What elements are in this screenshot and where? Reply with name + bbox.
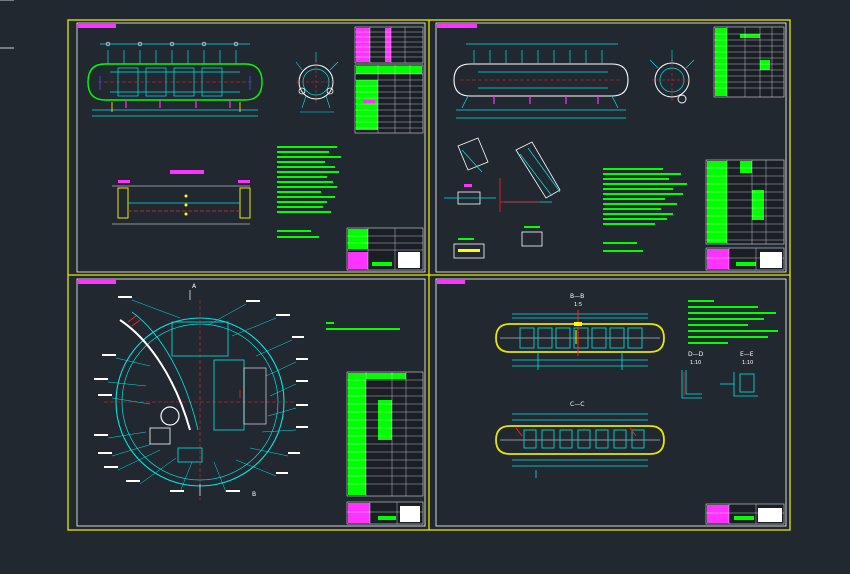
sheet4-lower-section[interactable] (495, 413, 665, 478)
sheet-1-border (76, 22, 426, 273)
sheet2-nozzle-schedule-table (713, 26, 785, 98)
sheet-4-border (435, 278, 787, 527)
sheet1-nozzle-schedule-table (354, 26, 424, 134)
sheet2-weld-detail-group[interactable] (444, 137, 561, 259)
sheet3-notes (326, 322, 400, 330)
sheet3-leader-lines (107, 299, 297, 493)
section-title-c-c: C—C (570, 401, 584, 408)
sheet1-title-block (346, 227, 424, 271)
sheet2-vessel-elevation[interactable] (453, 43, 629, 119)
section-scale-d-d: 1:10 (690, 360, 701, 366)
sheet2-materials-table (705, 159, 785, 245)
sheet-3-border (76, 278, 426, 527)
sheet4-technical-notes (688, 300, 778, 344)
sheet-4[interactable]: B—B 1:5 C—C (495, 293, 785, 525)
sheet-2-border (435, 22, 787, 273)
sheet-2-number-tag (437, 24, 477, 28)
sheet2-title-block (705, 247, 785, 271)
sheet2-technical-notes (603, 168, 687, 252)
section-title-b-b: B—B (570, 293, 584, 300)
sheet2-nozzle-orientation-view[interactable] (649, 50, 695, 104)
section-mark-a: A (192, 283, 197, 290)
sheet3-title-block (346, 501, 424, 525)
sheet4-detail-views[interactable] (681, 370, 758, 399)
sheet-2[interactable] (444, 26, 785, 271)
sheet1-technical-notes (277, 146, 341, 238)
sheet3-red-hatch (127, 315, 241, 398)
section-title-d-d: D—D (688, 351, 704, 358)
sheet-1[interactable] (87, 26, 424, 271)
sheet1-vessel-elevation[interactable] (87, 41, 263, 117)
sheet1-nozzle-orientation-view[interactable] (295, 52, 339, 113)
section-mark-b: B (252, 491, 256, 498)
sheet1-tube-bundle-detail[interactable] (112, 170, 251, 225)
sheet4-title-block (705, 503, 785, 525)
sheet-1-number-tag (78, 24, 116, 28)
section-scale-b-b: 1:5 (574, 302, 582, 308)
sheet3-leader-tags (94, 296, 308, 492)
viewport-edge-marks (0, 0, 14, 49)
sheet-4-number-tag (437, 280, 465, 284)
sheet-3[interactable]: A B (94, 283, 424, 525)
sheet4-upper-section[interactable] (495, 310, 665, 370)
sheet-3-number-tag (78, 280, 116, 284)
section-scale-e-e: 1:10 (742, 360, 753, 366)
sheet3-circular-section-view[interactable] (104, 290, 296, 500)
section-title-e-e: E—E (740, 351, 754, 358)
sheet3-parts-table (346, 371, 424, 497)
